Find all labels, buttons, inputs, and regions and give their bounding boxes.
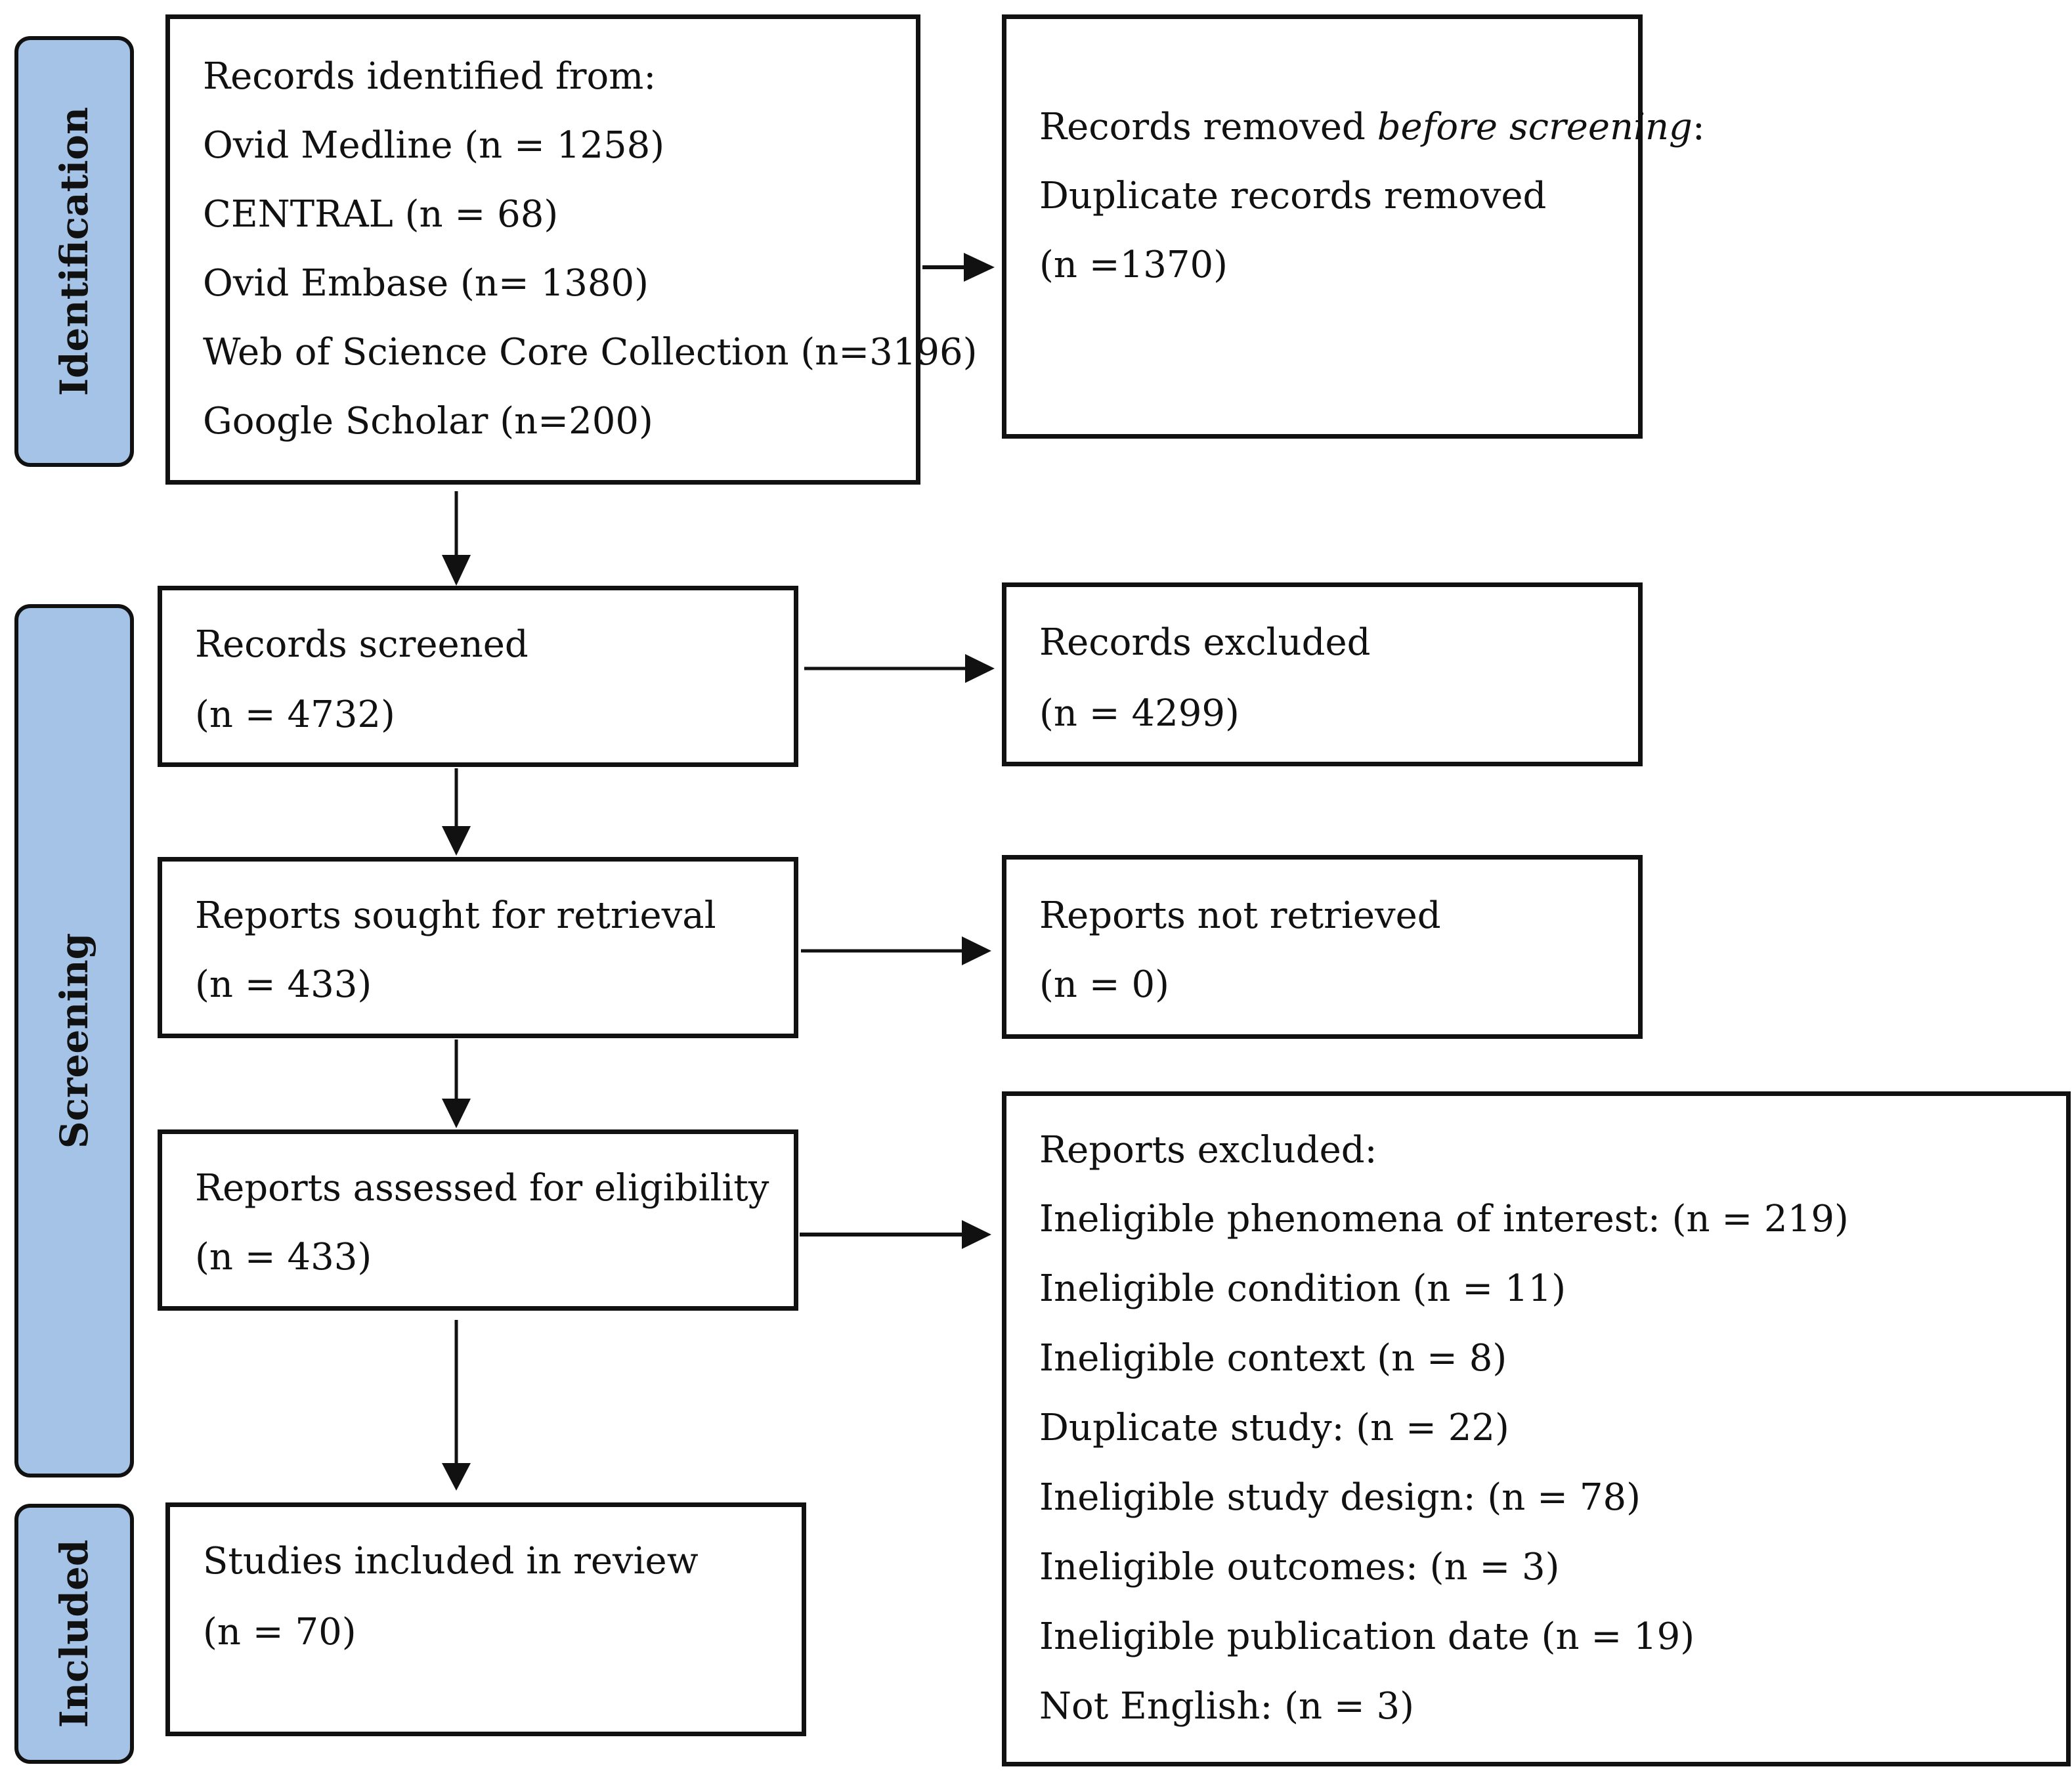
source-item: CENTRAL (n = 68) (203, 193, 559, 236)
reports-not-retrieved-count: (n = 0) (1039, 963, 1169, 1006)
records-excluded-label: Records excluded (1039, 621, 1371, 664)
records-excluded-count: (n = 4299) (1039, 692, 1240, 735)
records-screened-box: Records screened (n = 4732) (158, 586, 798, 767)
arrow-sought-to-assessed (442, 1040, 471, 1128)
records-identified-heading: Records identified from: (203, 55, 657, 98)
duplicates-removed-count: (n =1370) (1039, 244, 1228, 286)
records-removed-heading: Records removed before screening: (1039, 109, 1705, 146)
reports-not-retrieved-label: Reports not retrieved (1039, 894, 1441, 937)
records-screened-label: Records screened (195, 623, 529, 666)
source-item: Google Scholar (n=200) (203, 400, 653, 443)
phase-identification: Identification (14, 36, 134, 467)
records-identified-box: Records identified from: Ovid Medline (n… (165, 14, 978, 485)
arrow-screened-to-excluded (804, 654, 995, 683)
exclusion-reason: Duplicate study: (n = 22) (1039, 1407, 1509, 1449)
reports-not-retrieved-box: Reports not retrieved (n = 0) (1002, 855, 1643, 1039)
exclusion-reason: Ineligible publication date (n = 19) (1039, 1615, 1695, 1658)
reports-assessed-label: Reports assessed for eligibility (195, 1167, 769, 1210)
reports-excluded-box: Reports excluded: Ineligible phenomena o… (1002, 1091, 2071, 1766)
studies-included-count: (n = 70) (203, 1611, 356, 1653)
exclusion-reason: Ineligible outcomes: (n = 3) (1039, 1546, 1560, 1588)
arrow-assessed-to-reports-excluded (800, 1220, 991, 1249)
reports-sought-box: Reports sought for retrieval (n = 433) (158, 857, 798, 1038)
exclusion-reason: Ineligible study design: (n = 78) (1039, 1476, 1641, 1519)
exclusion-reason: Ineligible phenomena of interest: (n = 2… (1039, 1198, 1849, 1240)
duplicates-removed-label: Duplicate records removed (1039, 175, 1547, 217)
arrow-assessed-to-included (442, 1320, 471, 1491)
arrow-sought-to-not-retrieved (801, 936, 991, 965)
records-removed-heading-emphasis: before screening (1377, 106, 1693, 148)
reports-assessed-box: Reports assessed for eligibility (n = 43… (158, 1129, 798, 1311)
arrow-identified-to-removed (922, 253, 995, 282)
records-removed-box: Records removed before screening: Duplic… (1002, 14, 1705, 439)
arrow-screened-to-sought (442, 768, 471, 856)
records-excluded-box: Records excluded (n = 4299) (1002, 582, 1643, 766)
reports-sought-label: Reports sought for retrieval (195, 894, 716, 937)
source-item: Web of Science Core Collection (n=3196) (203, 331, 978, 374)
reports-assessed-count: (n = 433) (195, 1236, 372, 1279)
records-removed-heading-suffix: : (1692, 106, 1705, 148)
source-item: Ovid Medline (n = 1258) (203, 124, 665, 167)
source-item: Ovid Embase (n= 1380) (203, 262, 649, 305)
records-screened-count: (n = 4732) (195, 693, 395, 736)
phase-included: Included (14, 1504, 134, 1764)
reports-excluded-heading: Reports excluded: (1039, 1129, 1377, 1171)
records-removed-heading-prefix: Records removed (1039, 106, 1377, 148)
arrow-identified-to-screened (442, 491, 471, 586)
exclusion-reason: Not English: (n = 3) (1039, 1685, 1415, 1728)
exclusion-reason: Ineligible condition (n = 11) (1039, 1267, 1566, 1310)
studies-included-box: Studies included in review (n = 70) (165, 1502, 806, 1736)
reports-sought-count: (n = 433) (195, 963, 372, 1006)
studies-included-label: Studies included in review (203, 1540, 699, 1583)
exclusion-reason: Ineligible context (n = 8) (1039, 1337, 1507, 1380)
phase-screening: Screening (14, 604, 134, 1478)
